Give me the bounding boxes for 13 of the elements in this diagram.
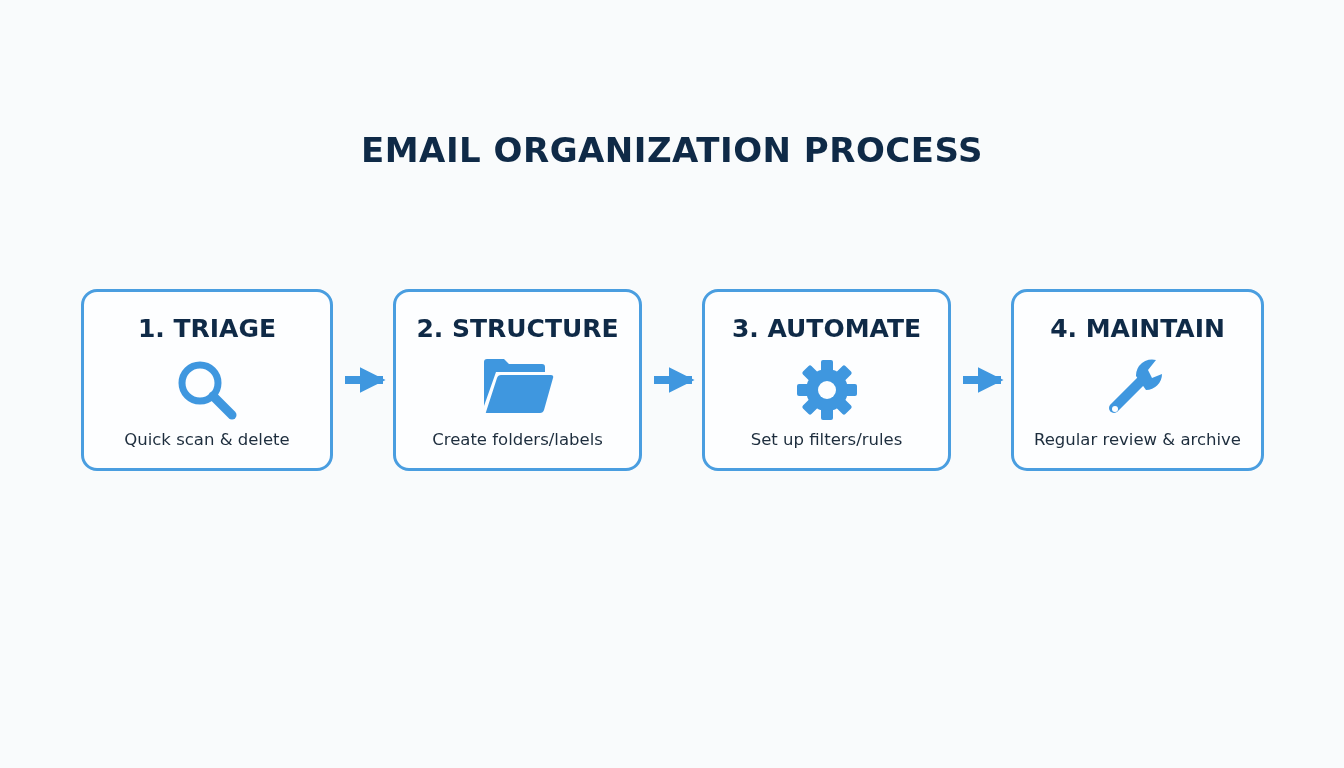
step-box bbox=[702, 289, 951, 471]
step-description: Regular review & archive bbox=[1033, 430, 1242, 449]
step-description: Set up filters/rules bbox=[749, 430, 904, 449]
step-description: Quick scan & delete bbox=[123, 430, 291, 449]
step-box bbox=[393, 289, 642, 471]
step-box bbox=[1011, 289, 1264, 471]
step-heading: 1. TRIAGE bbox=[136, 314, 278, 343]
step-heading: 4. MAINTAIN bbox=[1049, 314, 1226, 343]
diagram-title: EMAIL ORGANIZATION PROCESS bbox=[360, 130, 984, 170]
step-box bbox=[81, 289, 333, 471]
step-description: Create folders/labels bbox=[431, 430, 604, 449]
step-heading: 3. AUTOMATE bbox=[730, 314, 923, 343]
step-heading: 2. STRUCTURE bbox=[415, 314, 620, 343]
